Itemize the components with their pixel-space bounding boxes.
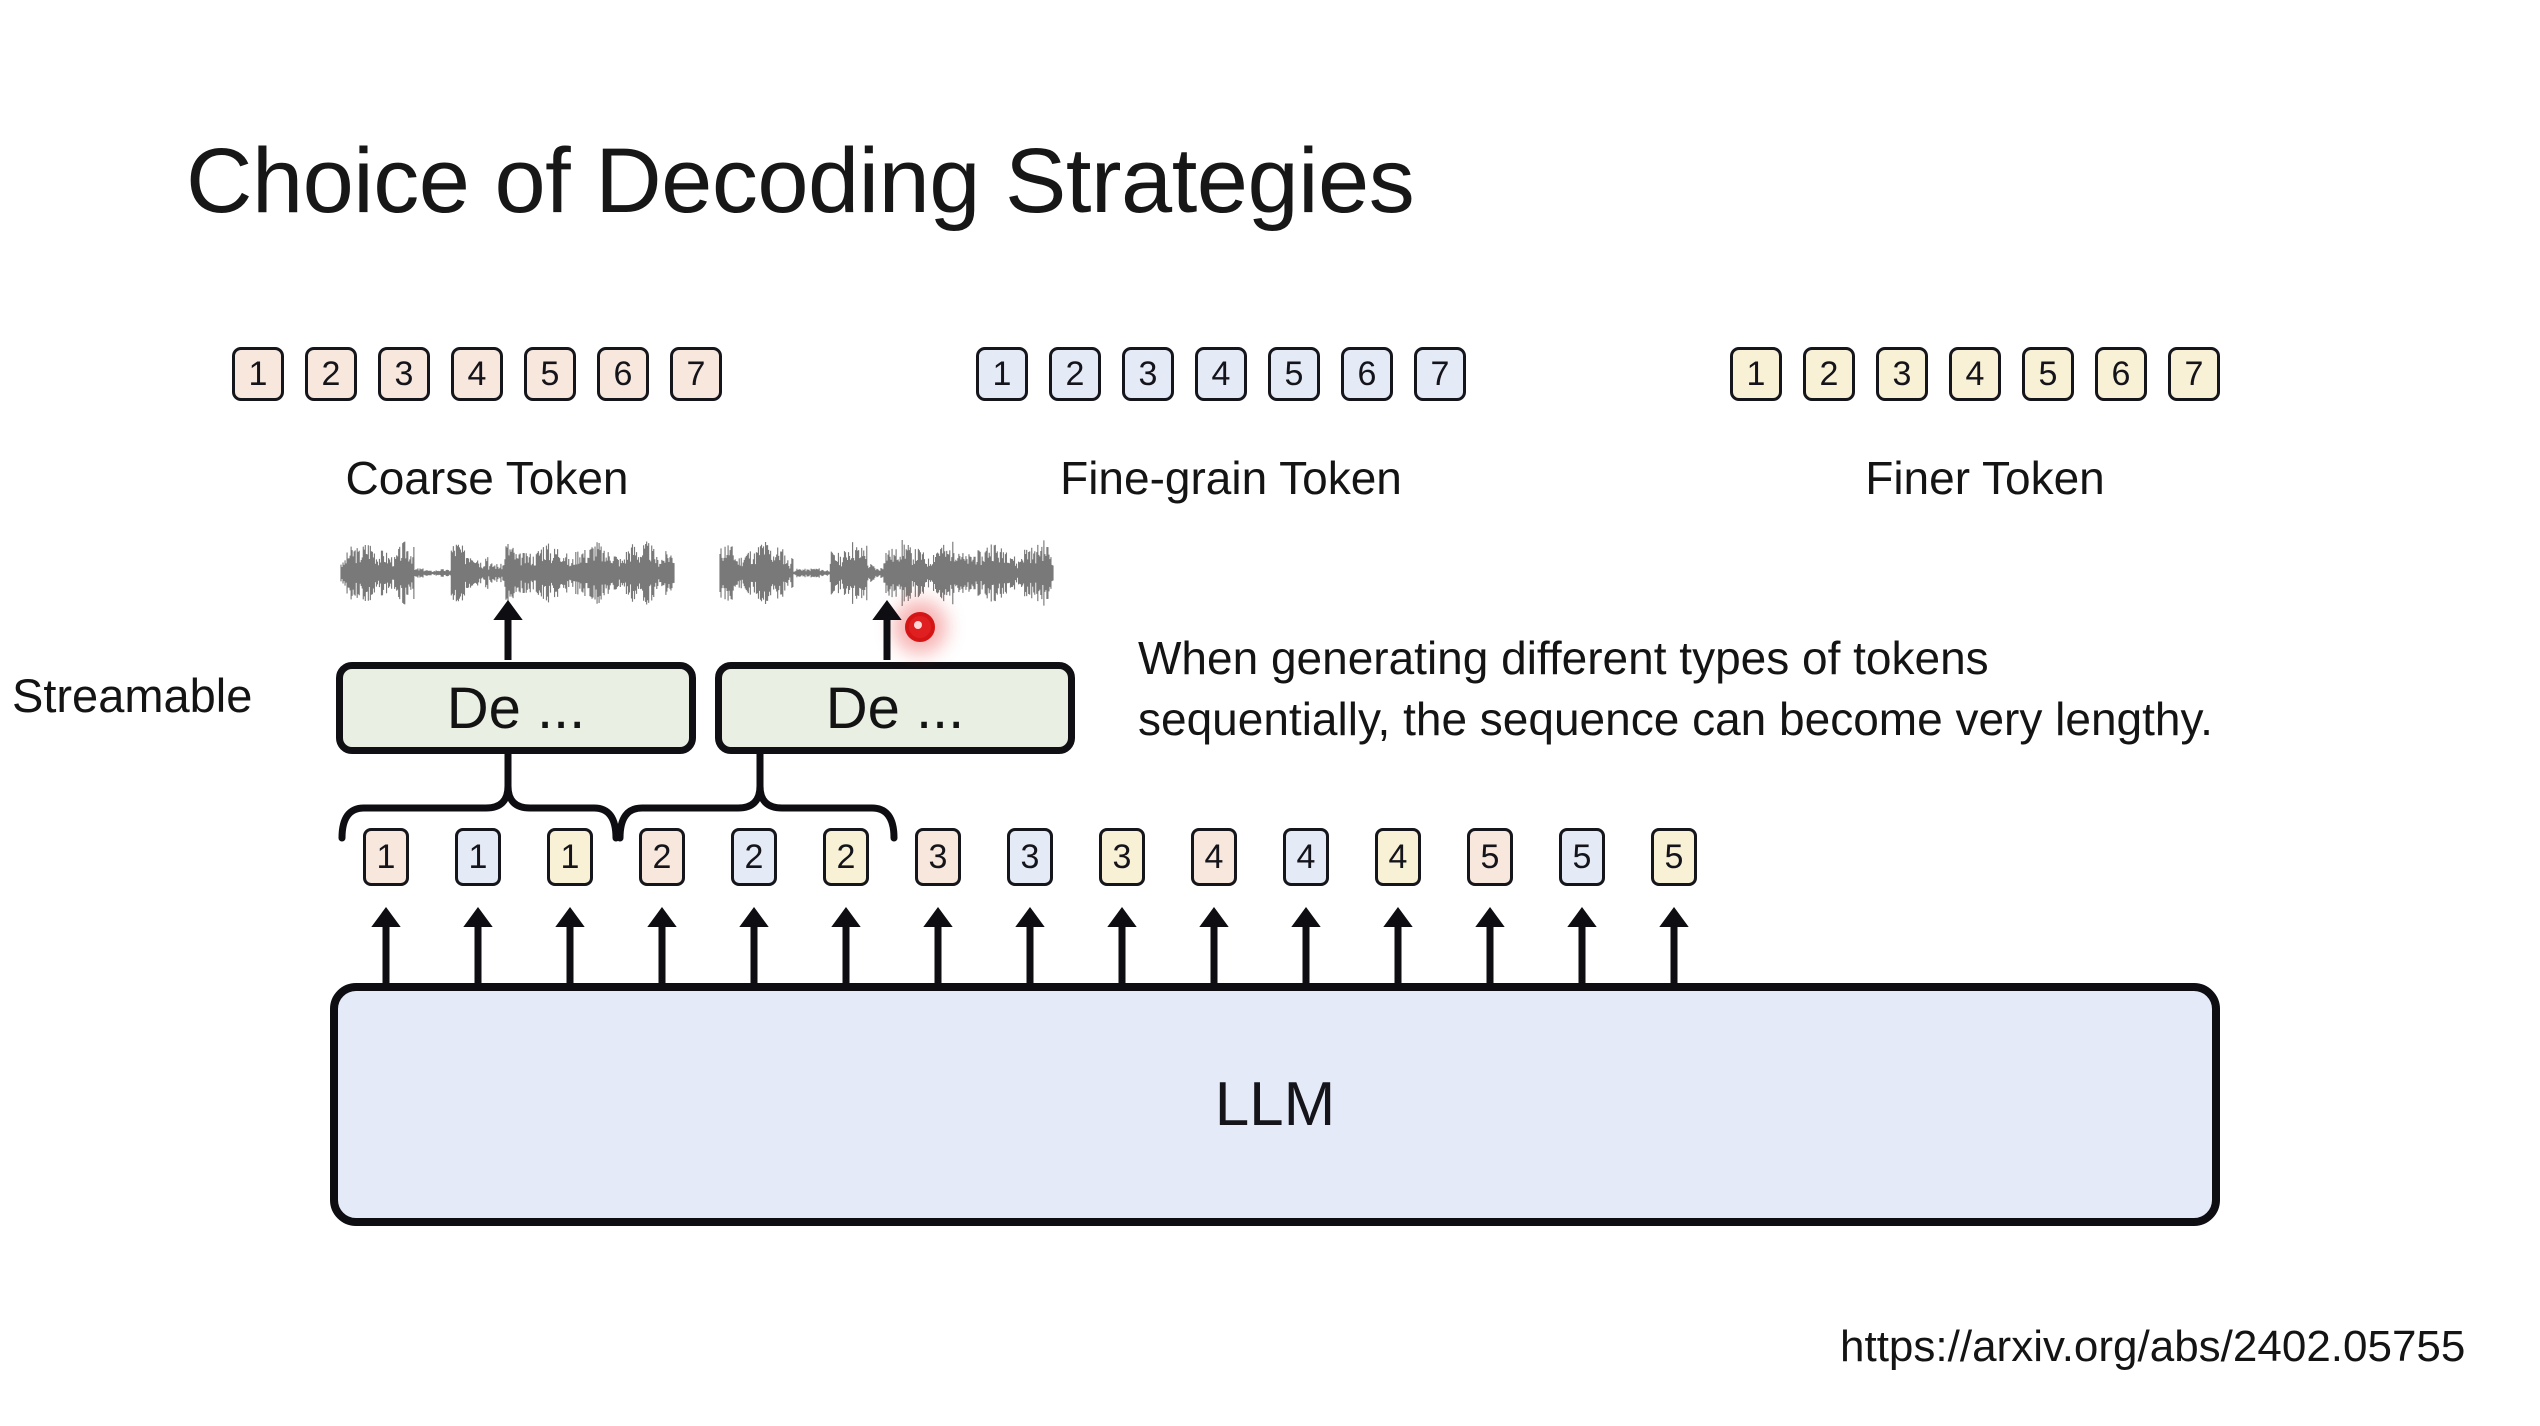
sequence-token-chip: 5 [1467, 828, 1513, 886]
sequence-token-slot: 5 [1536, 828, 1628, 886]
sequence-token-slot: 1 [340, 828, 432, 886]
sequence-token-chip: 5 [1559, 828, 1605, 886]
decoder-box-2[interactable]: De ... [715, 662, 1075, 754]
token-chip: 1 [232, 347, 284, 401]
note-line-2: sequentially, the sequence can become ve… [1138, 693, 2213, 746]
arrow-up [923, 907, 953, 985]
arrow-up [1199, 907, 1229, 985]
explanatory-note: When generating different types of token… [1138, 628, 2538, 750]
sequence-token-slot: 2 [616, 828, 708, 886]
sequence-token-chip: 2 [639, 828, 685, 886]
arrow-up [371, 907, 401, 985]
sequence-token-slot: 5 [1628, 828, 1720, 886]
token-chip: 2 [1049, 347, 1101, 401]
sequence-token-chip: 4 [1191, 828, 1237, 886]
arrow-up [1567, 907, 1597, 985]
arrow-up [647, 907, 677, 985]
token-chip: 5 [2022, 347, 2074, 401]
sequence-token-chip: 4 [1375, 828, 1421, 886]
page-title: Choice of Decoding Strategies [186, 130, 1415, 232]
arrow-up [555, 907, 585, 985]
arrow-up [463, 907, 493, 985]
token-chip: 1 [1730, 347, 1782, 401]
token-chip: 7 [1414, 347, 1466, 401]
llm-block[interactable]: LLM [330, 983, 2220, 1226]
note-line-1: When generating different types of token… [1138, 632, 1989, 684]
token-chip: 2 [305, 347, 357, 401]
token-chip: 6 [1341, 347, 1393, 401]
arrow-up [1107, 907, 1137, 985]
arrow-up [739, 907, 769, 985]
sequence-token-slot: 5 [1444, 828, 1536, 886]
sequence-token-chip: 2 [731, 828, 777, 886]
sequence-token-chip: 5 [1651, 828, 1697, 886]
token-chip: 5 [1268, 347, 1320, 401]
sequence-token-chip: 3 [1099, 828, 1145, 886]
sequence-token-chip: 3 [915, 828, 961, 886]
sequence-token-chip: 1 [547, 828, 593, 886]
token-chip: 1 [976, 347, 1028, 401]
arrow-up [872, 600, 902, 660]
sequence-token-chip: 3 [1007, 828, 1053, 886]
token-chip: 6 [597, 347, 649, 401]
arrow-up [1015, 907, 1045, 985]
token-chip: 4 [1949, 347, 2001, 401]
waveform-audio-2 [719, 539, 1054, 607]
group-label-finer: Finer Token [1865, 452, 2105, 504]
cursor-click-indicator [905, 612, 935, 642]
token-chip: 2 [1803, 347, 1855, 401]
sequence-token-slot: 4 [1168, 828, 1260, 886]
sequence-token-chip: 2 [823, 828, 869, 886]
sequence-token-slot: 3 [984, 828, 1076, 886]
token-chip: 7 [2168, 347, 2220, 401]
sequence-token-slot: 2 [800, 828, 892, 886]
sequence-token-chip: 1 [455, 828, 501, 886]
token-chip: 4 [1195, 347, 1247, 401]
token-chip: 7 [670, 347, 722, 401]
sequence-token-chip: 1 [363, 828, 409, 886]
arrow-up [1475, 907, 1505, 985]
decoder-box-1[interactable]: De ... [336, 662, 696, 754]
sequence-token-slot: 3 [1076, 828, 1168, 886]
sequence-token-chip: 4 [1283, 828, 1329, 886]
sequence-token-slot: 3 [892, 828, 984, 886]
group-label-coarse: Coarse Token [345, 452, 629, 504]
token-chip: 3 [1876, 347, 1928, 401]
source-url[interactable]: https://arxiv.org/abs/2402.05755 [1840, 1322, 2466, 1371]
sequence-token-slot: 1 [524, 828, 616, 886]
sequence-token-slot: 4 [1352, 828, 1444, 886]
token-chip: 3 [378, 347, 430, 401]
token-chip: 3 [1122, 347, 1174, 401]
arrow-up [1383, 907, 1413, 985]
sequence-token-slot: 1 [432, 828, 524, 886]
waveform-audio-1 [340, 541, 675, 605]
arrow-up [831, 907, 861, 985]
arrow-up [493, 600, 523, 660]
streamable-label: Streamable [12, 669, 253, 722]
arrow-up [1291, 907, 1321, 985]
token-chip: 6 [2095, 347, 2147, 401]
arrow-up [1659, 907, 1689, 985]
group-label-fine-grain: Fine-grain Token [1060, 452, 1402, 504]
sequence-token-slot: 2 [708, 828, 800, 886]
token-chip: 4 [451, 347, 503, 401]
token-chip: 5 [524, 347, 576, 401]
sequence-token-slot: 4 [1260, 828, 1352, 886]
